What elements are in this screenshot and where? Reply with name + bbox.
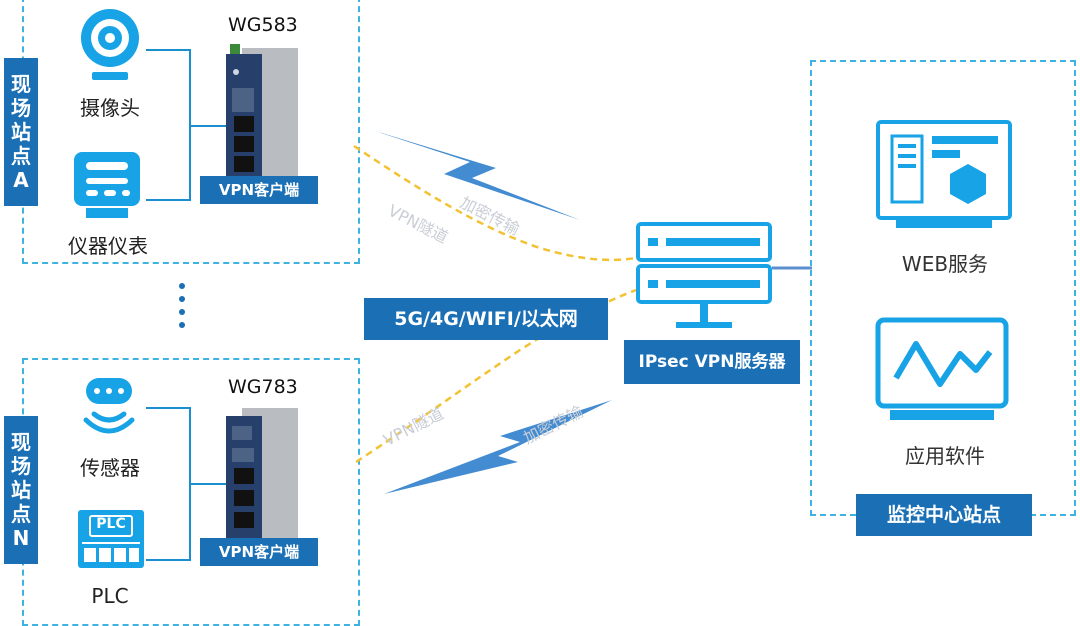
gateway-a-vpn-client-tag: VPN客户端 [200,176,318,204]
camera-label: 摄像头 [80,96,140,120]
wan-link-bottom [384,400,612,494]
meter-label: 仪器仪表 [68,234,148,258]
wan-type-label: 5G/4G/WIFI/以太网 [364,298,608,340]
plc-label: PLC [91,584,129,608]
plc-icon [78,510,144,568]
plc-icon-text: PLC [96,516,126,532]
vpn-server-label: IPsec VPN服务器 [624,340,800,384]
gateway-a-model: WG583 [228,14,298,36]
wan-link-top [372,130,580,220]
vpn-tunnel-top [353,144,637,262]
sensor-label: 传感器 [80,456,140,480]
web-service-icon [876,120,1012,228]
gateway-n-device [226,408,298,538]
ellipsis-icon [179,283,185,328]
gateway-n-vpn-client-tag: VPN客户端 [200,538,318,566]
app-software-label: 应用软件 [905,444,985,468]
sensor-icon [83,378,135,434]
web-service-label: WEB服务 [901,252,989,276]
gateway-n-model: WG783 [228,376,298,398]
vpn-server-icon [636,222,772,328]
app-software-icon [875,317,1009,420]
gateway-a-device [226,44,298,176]
monitoring-center-title: 监控中心站点 [856,494,1032,536]
meter-icon [74,152,140,218]
camera-icon [81,9,139,80]
